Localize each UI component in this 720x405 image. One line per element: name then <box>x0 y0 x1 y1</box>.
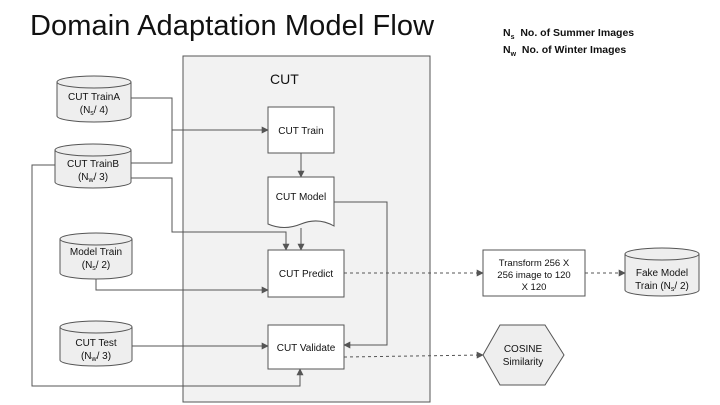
process-transform-line1: Transform 256 X <box>499 258 570 269</box>
document-cut-model: CUT Model <box>267 176 335 228</box>
db-cut-traina-label: CUT TrainA <box>68 92 120 103</box>
hexagon-cosine-line2: Similarity <box>503 357 544 368</box>
process-cut-train-label: CUT Train <box>278 126 323 137</box>
db-model-train-count: (Ns/ 2) <box>82 260 111 272</box>
cut-container-label: CUT <box>270 71 299 87</box>
hexagon-cosine-line1: COSINE <box>504 344 543 355</box>
legend-winter: Nw No. of Winter Images <box>503 44 627 59</box>
edge-trainb-loop-to-cut-validate <box>31 164 304 387</box>
db-cut-traina: CUT TrainA (Ns/ 4) <box>56 75 132 123</box>
process-transform-line3: X 120 <box>522 282 547 293</box>
db-fake-model-train: Fake Model Train (Ns/ 2) <box>624 247 700 297</box>
edge-trainb-to-cut-predict <box>131 177 290 251</box>
legend-summer: Ns No. of Summer Images <box>503 27 635 42</box>
db-cut-trainb-label: CUT TrainB <box>67 159 119 170</box>
process-cut-validate: CUT Validate <box>267 324 345 370</box>
diagram-title: Domain Adaptation Model Flow <box>30 10 435 42</box>
db-cut-test-label: CUT Test <box>75 338 117 349</box>
db-cut-traina-count: (Ns/ 4) <box>80 105 109 117</box>
db-fake-model-train-label: Fake Model <box>636 268 688 279</box>
process-cut-predict-label: CUT Predict <box>279 269 333 280</box>
legend: Ns No. of Summer Images Nw No. of Winter… <box>503 27 634 61</box>
db-model-train-label: Model Train <box>70 247 122 258</box>
db-fake-model-train-count: Train (Ns/ 2) <box>635 281 689 293</box>
db-cut-test-count: (Nw/ 3) <box>81 351 111 363</box>
hexagon-cosine-similarity: COSINE Similarity <box>482 324 565 386</box>
edge-traina-to-join <box>131 97 173 164</box>
db-cut-test: CUT Test (Nw/ 3) <box>59 320 133 367</box>
db-cut-trainb: CUT TrainB (Nw/ 3) <box>54 143 132 189</box>
document-cut-model-label: CUT Model <box>276 192 326 203</box>
process-cut-predict: CUT Predict <box>267 249 345 298</box>
process-cut-train: CUT Train <box>267 106 335 154</box>
edge-cut-validate-to-cosine <box>343 351 484 359</box>
db-model-train: Model Train (Ns/ 2) <box>59 232 133 280</box>
process-transform-line2: 256 image to 120 <box>497 270 570 281</box>
edge-model-train-to-cut-predict <box>95 279 269 294</box>
db-cut-trainb-count: (Nw/ 3) <box>78 172 108 184</box>
process-transform: Transform 256 X 256 image to 120 X 120 <box>482 249 586 297</box>
process-cut-validate-label: CUT Validate <box>277 343 336 354</box>
